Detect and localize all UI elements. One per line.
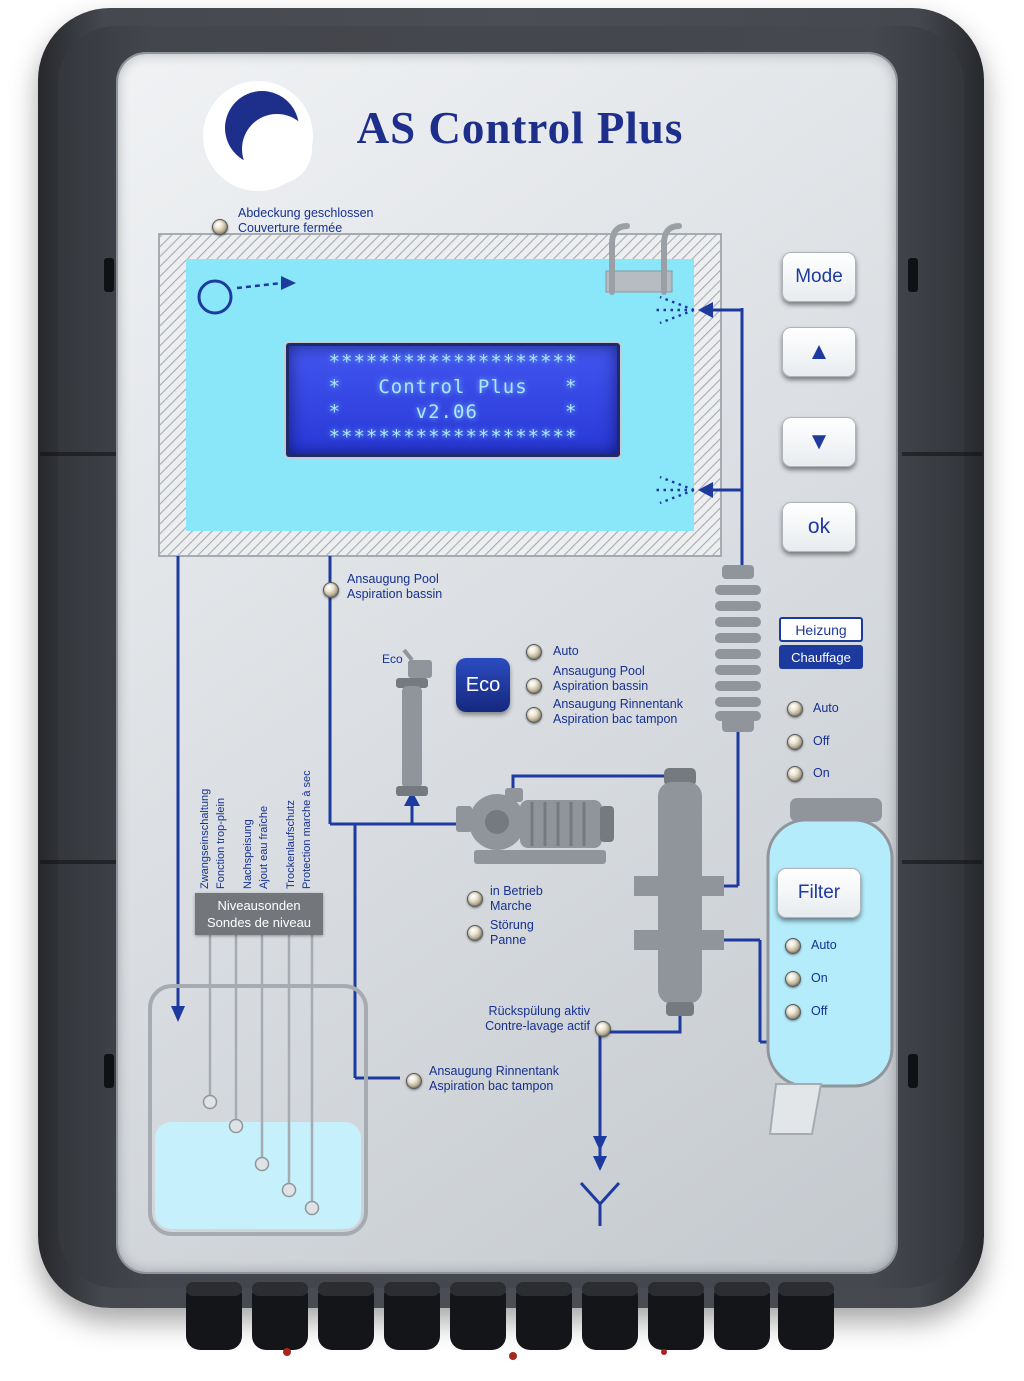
brand-logo — [203, 81, 313, 191]
pipe-arrowheads — [171, 302, 713, 1171]
mode-button-label: Mode — [795, 266, 843, 287]
skimmer-symbol — [197, 276, 296, 315]
eco-valve-icon — [396, 648, 432, 796]
eco-pool-led — [526, 678, 542, 694]
lcd-line-1: ******************** — [328, 351, 578, 373]
heating-mode-button[interactable]: Heizung Chauffage — [779, 617, 863, 669]
running-label: in Betrieb Marche — [490, 884, 543, 913]
lcd-line-4: ******************** — [328, 426, 578, 448]
housing-seam — [40, 452, 120, 456]
eco-auto-label: Auto — [553, 644, 579, 658]
lcd-line-2: * Control Plus * — [328, 376, 578, 398]
suction-pool-label: Ansaugung Pool Aspiration bassin — [347, 572, 443, 601]
ok-button-label: ok — [807, 515, 831, 538]
backwash-label: Rückspülung aktiv Contre-lavage actif — [485, 1004, 590, 1033]
latch-slot — [104, 258, 114, 292]
level-label-refill-fr: Ajout eau fraîche — [258, 805, 270, 889]
filter-on-led — [785, 971, 801, 987]
eco-button[interactable]: Eco — [456, 658, 510, 712]
device-title: AS Control Plus — [356, 103, 684, 153]
latch-slot — [908, 1054, 918, 1088]
level-tank-icon — [148, 932, 368, 1236]
level-probe-tips — [202, 1094, 320, 1216]
filter-button-label: Filter — [797, 882, 841, 903]
eco-auto-led — [526, 644, 542, 660]
filter-button[interactable]: Filter — [777, 868, 861, 918]
filter-on-label: On — [811, 971, 828, 985]
housing-seam — [902, 452, 982, 456]
level-probes-box-fr: Sondes de niveau — [206, 915, 312, 930]
filter-auto-label: Auto — [811, 938, 837, 952]
level-label-refill-de: Nachspeisung — [242, 819, 254, 889]
eco-button-label: Eco — [465, 673, 501, 696]
level-label-forced-fr: Fonction trop-plein — [215, 797, 227, 889]
mode-button[interactable]: Mode — [782, 252, 856, 302]
level-probes-box: Niveausonden Sondes de niveau — [195, 893, 323, 935]
latch-slot — [908, 258, 918, 292]
level-label-dryrun-fr: Protection marche à sec — [301, 770, 313, 889]
heating-label-de[interactable]: Heizung — [779, 617, 863, 642]
pool-ladder-icon — [605, 223, 682, 295]
cable-glands — [186, 1282, 834, 1360]
ok-button[interactable]: ok — [782, 502, 856, 552]
backwash-led — [595, 1021, 611, 1037]
heating-auto-label: Auto — [813, 701, 839, 715]
cover-led-label: Abdeckung geschlossen Couverture fermée — [238, 206, 374, 235]
latch-slot — [104, 1054, 114, 1088]
lcd-display: ******************** * Control Plus * * … — [286, 343, 620, 457]
filter-off-label: Off — [811, 1004, 828, 1018]
filter-vessel-icon — [766, 798, 894, 1135]
heating-off-label: Off — [813, 734, 830, 748]
heating-label-fr[interactable]: Chauffage — [779, 645, 863, 669]
pump-icon — [456, 788, 614, 864]
eco-tank-label: Ansaugung Rinnentank Aspiration bac tamp… — [553, 697, 683, 726]
running-led — [467, 891, 483, 907]
eco-valve-label: Eco — [382, 652, 403, 666]
multiport-valve-icon — [634, 768, 724, 1016]
arrow-down-button[interactable]: ▼ — [782, 417, 856, 467]
suction-pool-led — [323, 582, 339, 598]
housing-seam — [902, 860, 982, 864]
arrow-up-icon: ▲ — [807, 338, 831, 365]
heating-auto-led — [787, 701, 803, 717]
heating-on-led — [787, 766, 803, 782]
heating-off-led — [787, 734, 803, 750]
arrow-down-icon: ▼ — [807, 428, 831, 455]
level-label-dryrun-de: Trockenlaufschutz — [285, 800, 297, 889]
level-probes-box-de: Niveausonden — [217, 898, 301, 913]
drain-symbol — [579, 1181, 621, 1226]
cover-led — [212, 219, 228, 235]
housing-seam — [40, 860, 120, 864]
filter-off-led — [785, 1004, 801, 1020]
inlet-spray-icon — [656, 295, 695, 505]
suction-tank-label: Ansaugung Rinnentank Aspiration bac tamp… — [429, 1064, 559, 1093]
eco-tank-led — [526, 707, 542, 723]
eco-pool-label: Ansaugung Pool Aspiration bassin — [553, 664, 649, 693]
arrow-up-button[interactable]: ▲ — [782, 327, 856, 377]
pipework — [176, 308, 778, 1168]
heating-on-label: On — [813, 766, 830, 780]
suction-tank-led — [406, 1073, 422, 1089]
fault-label: Störung Panne — [490, 918, 534, 947]
lcd-line-3: * v2.06 * — [328, 401, 578, 423]
fault-led — [467, 925, 483, 941]
heat-exchanger-icon — [715, 565, 761, 732]
level-label-forced-de: Zwangseinschaltung — [199, 788, 211, 889]
filter-auto-led — [785, 938, 801, 954]
